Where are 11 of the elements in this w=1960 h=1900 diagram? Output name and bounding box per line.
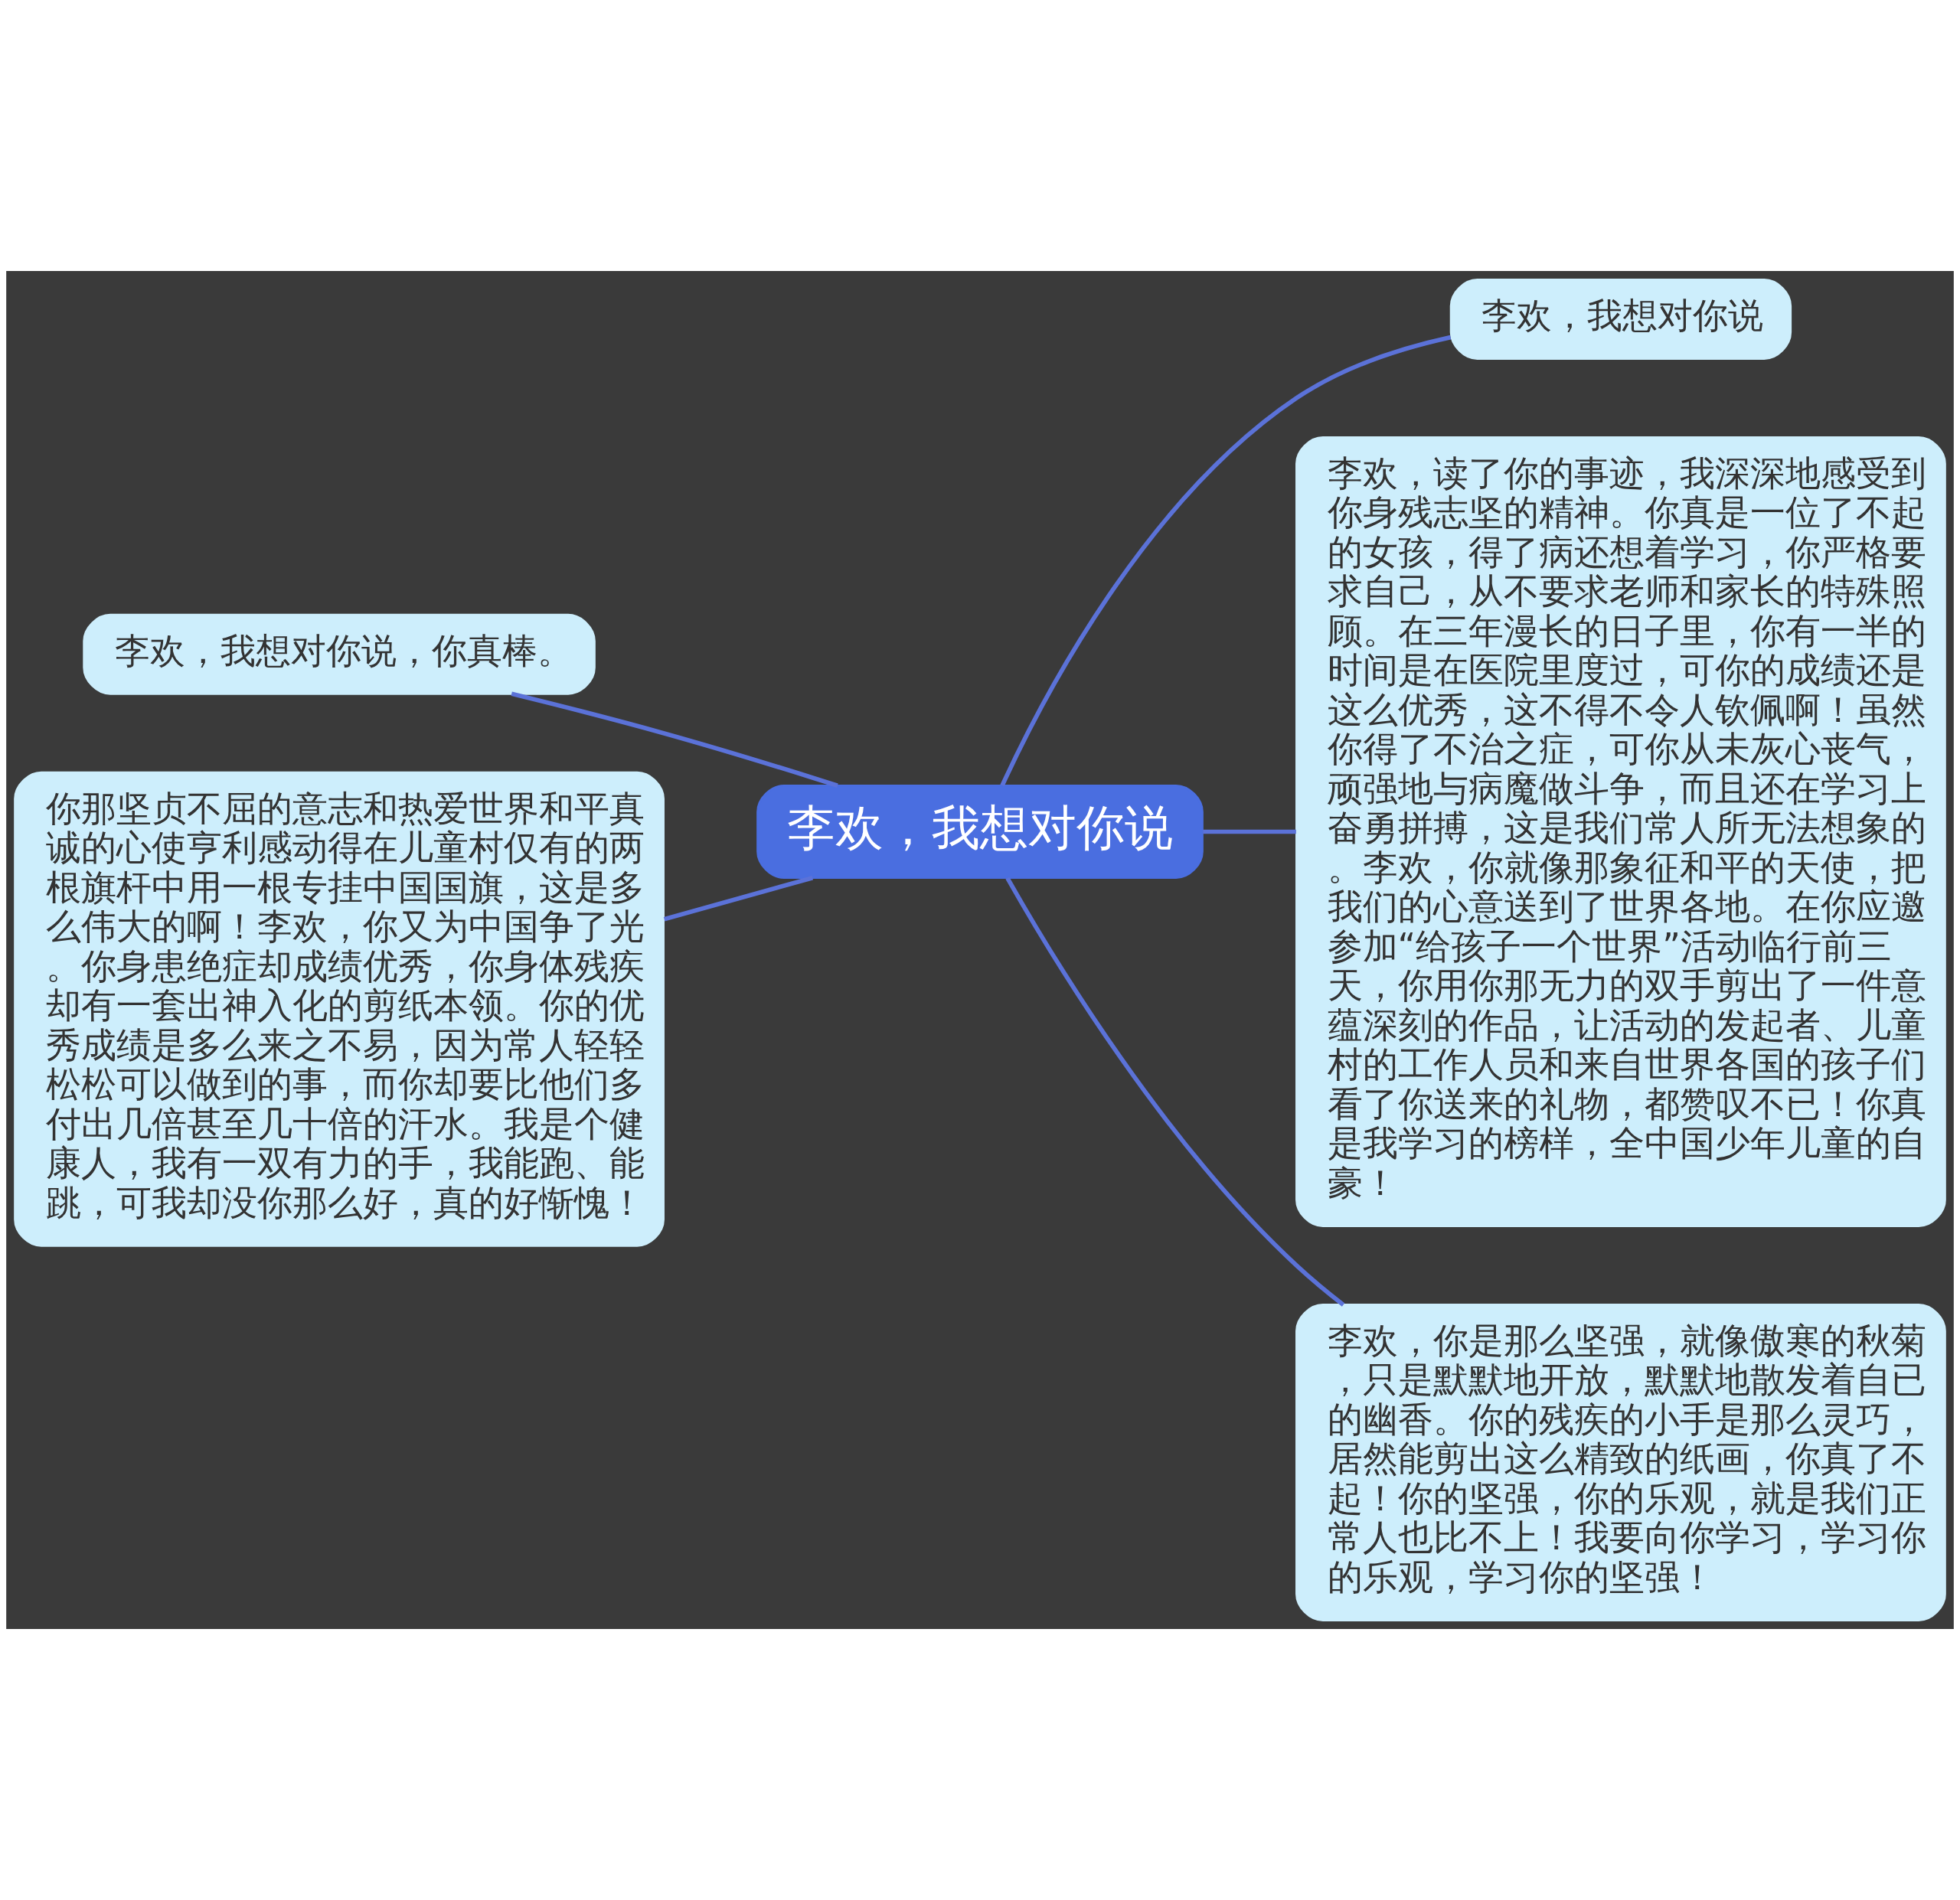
- node-box: 李欢，读了你的事迹，我深深地感受到你身残志坚的精神。你真是一位了不起的女孩，得了病还想着学习，你严格要求自己，从不要求老师和家长的特殊照顾。在三年漫长的日子里，你有一半的时间是在医院里度过，可你的成绩还是这么优秀，这不得不令人钦佩啊！虽然你得了不治之症，可你从未灰心丧气，顽强地与病魔做斗争，而且还在学习上奋勇拼搏，这是我们常人所无法想象的。李欢，你就像那象征和平的天使，把我们的心意送到了世界各地。在你应邀参加“给孩子一个世界”活动临行前三天，你用你那无力的双手剪出了一件意蕴深刻的作品，让活动的发起者、儿童村的工作人员和来自世界各国的孩子们看了你送来的礼物，都赞叹不已！你真是我学习的榜样，全中国少年儿童的自豪！: [1295, 436, 1946, 1227]
- connector: [1005, 877, 1345, 1307]
- node-box: 李欢，我想对你说，你真棒。: [83, 613, 596, 695]
- node-box: 李欢，你是那么坚强，就像傲寒的秋菊，只是默默地开放，默默地散发着自已的幽香。你的残疾的小手是那么灵巧，居然能剪出这么精致的纸画，你真了不起！你的坚强，你的乐观，就是我们正常人也比不上！我要向你学习，学习你的乐观，学习你的坚强！: [1295, 1304, 1946, 1621]
- node-box: 李欢，我想对你说: [756, 784, 1204, 879]
- node-box: 李欢，我想对你说: [1449, 279, 1792, 360]
- node-box: 你那坚贞不屈的意志和热爱世界和平真诚的心使亨利感动得在儿童村仅有的两根旗杆中用一根专挂中国国旗，这是多么伟大的啊！李欢，你又为中国争了光。你身患绝症却成绩优秀，你身体残疾却有一套出神入化的剪纸本领。你的优秀成绩是多么来之不易，因为常人轻轻松松可以做到的事，而你却要比他们多付出几倍甚至几十倍的汗水。我是个健康人，我有一双有力的手，我能跑、能跳，可我却没你那么好，真的好惭愧！: [14, 771, 665, 1247]
- connector: [1000, 335, 1452, 787]
- connector: [663, 875, 814, 922]
- connector: [1203, 829, 1296, 834]
- connector: [511, 691, 838, 788]
